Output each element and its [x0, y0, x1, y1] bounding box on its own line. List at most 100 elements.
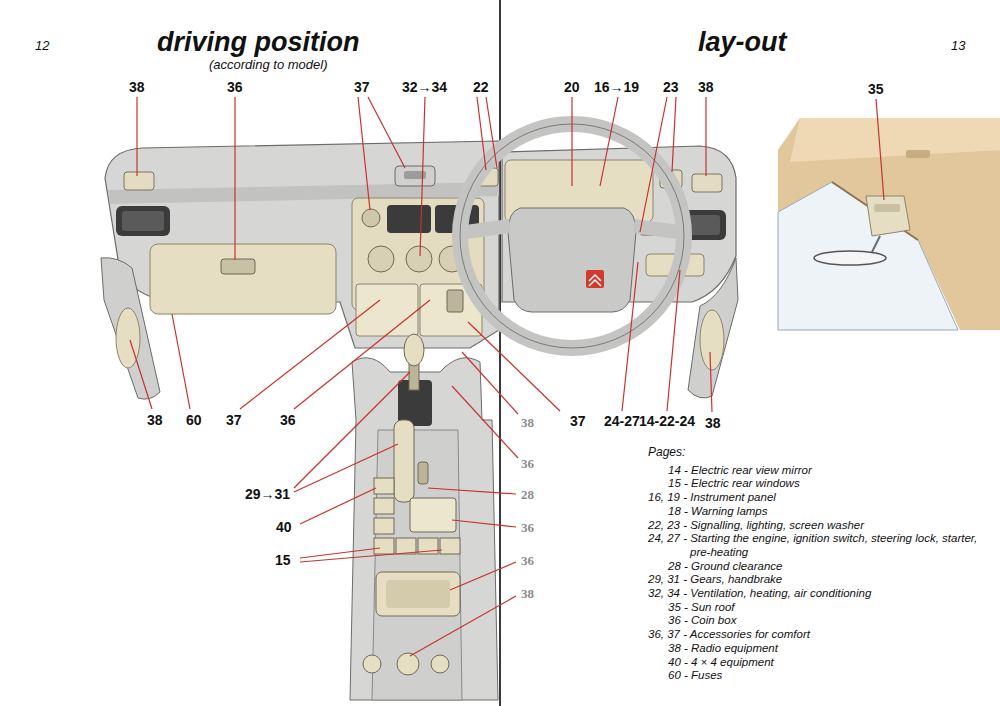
leader-line	[136, 97, 137, 176]
dashboard-right	[692, 174, 722, 192]
sunroof-illustration	[778, 182, 958, 330]
callout-number: 38	[147, 412, 163, 428]
callout-number: 14-22-24	[639, 413, 695, 429]
leader-line	[450, 562, 516, 590]
leader-line	[672, 97, 676, 172]
dashboard-left	[122, 211, 164, 231]
page-index-entry: 38 - Radio equipment	[648, 642, 993, 656]
dashboard-left	[387, 205, 431, 233]
sunroof-illustration	[778, 118, 1000, 330]
callout-number: 23	[663, 79, 679, 95]
leader-line	[452, 386, 518, 458]
page-heading: lay-out	[698, 27, 787, 57]
door-panel-right	[688, 258, 738, 398]
callout-number: 36	[521, 553, 534, 568]
leader-line	[420, 97, 425, 256]
leader-line	[477, 97, 486, 170]
steering-wheel	[589, 275, 601, 286]
page-index-entry: 36, 37 - Accessories for comfort	[648, 628, 993, 642]
centre-console	[431, 655, 449, 673]
leader-line	[622, 262, 638, 411]
leader-line	[876, 99, 884, 200]
dashboard-left	[356, 284, 418, 336]
sunroof-illustration	[866, 196, 910, 236]
leader-line	[452, 520, 516, 527]
dashboard-left	[368, 246, 394, 272]
page-index-entry: 15 - Electric rear windows	[648, 477, 993, 491]
callout-number: 36	[280, 412, 296, 428]
page-index-entry: 16, 19 - Instrument panel	[648, 491, 993, 505]
page-index-entry: 14 - Electric rear view mirror	[648, 464, 993, 478]
leader-line	[667, 270, 680, 411]
page-index-entry: 60 - Fuses	[648, 669, 993, 683]
door-panel-left	[101, 258, 160, 399]
leader-line	[486, 97, 497, 168]
sunroof-illustration	[790, 118, 1000, 162]
centre-console	[418, 462, 428, 484]
centre-console	[386, 580, 450, 608]
leader-line	[571, 97, 572, 186]
sunroof-illustration	[832, 182, 918, 240]
page-index-entry: 24, 27 - Starting the engine, ignition s…	[648, 532, 993, 559]
leader-line	[300, 550, 442, 562]
leader-line	[468, 322, 560, 411]
callout-number: 22	[473, 79, 489, 95]
page-index-entry: 28 - Ground clearance	[648, 560, 993, 574]
dashboard-left	[124, 172, 154, 190]
centre-console	[374, 518, 394, 534]
page-index-entry: 32, 34 - Ventilation, heating, air condi…	[648, 587, 993, 601]
steering-wheel	[466, 226, 678, 232]
door-panel-right	[700, 310, 724, 370]
centre-console	[440, 538, 460, 554]
centre-console	[410, 498, 456, 532]
dashboard-left	[221, 259, 255, 274]
callout-number: 37	[570, 413, 586, 429]
leader-line	[358, 97, 370, 210]
leader-line	[462, 352, 518, 414]
callout-number: 38	[129, 79, 145, 95]
callout-number: 16→19	[594, 79, 639, 95]
callout-number: 35	[868, 81, 884, 97]
callout-number: 36	[227, 79, 243, 95]
centre-console	[372, 430, 462, 700]
page-index: Pages: 14 - Electric rear view mirror15 -…	[648, 446, 993, 683]
callout-number: 37	[354, 79, 370, 95]
callout-number: 28	[521, 487, 534, 502]
centre-console	[374, 498, 394, 514]
leader-line	[710, 352, 712, 412]
page-index-entry: 40 - 4 × 4 equipment	[648, 656, 993, 670]
leader-line	[294, 372, 410, 488]
leader-line	[130, 97, 884, 656]
list-heading: Pages:	[648, 446, 993, 460]
callout-number: 60	[186, 412, 202, 428]
leader-line	[294, 444, 398, 492]
centre-console	[374, 478, 394, 494]
leader-line	[294, 300, 430, 409]
page-index-entry: 29, 31 - Gears, handbrake	[648, 573, 993, 587]
centre-console	[363, 655, 381, 673]
dashboard-left	[105, 141, 499, 348]
centre-console	[404, 334, 424, 366]
steering-wheel	[586, 270, 604, 288]
centre-console	[374, 538, 394, 554]
steering-wheel	[508, 208, 636, 312]
sunroof-illustration	[906, 150, 930, 158]
sunroof-illustration	[874, 204, 900, 212]
dashboard-left	[362, 209, 380, 227]
page-index-entry: 18 - Warning lamps	[648, 505, 993, 519]
leader-line	[705, 97, 706, 176]
callout-number: 37	[226, 412, 242, 428]
leader-line	[600, 97, 618, 186]
dashboard-left	[105, 141, 499, 348]
subtitle: (according to model)	[209, 57, 328, 72]
page-number: 12	[35, 38, 49, 53]
callout-number: 40	[276, 519, 292, 535]
callout-number: 38	[521, 586, 534, 601]
callout-number: 32→34	[402, 79, 447, 95]
centre-console	[376, 572, 460, 616]
leader-line	[410, 596, 516, 656]
page-index-entry: 35 - Sun roof	[648, 601, 993, 615]
door-panel-left	[101, 258, 160, 399]
